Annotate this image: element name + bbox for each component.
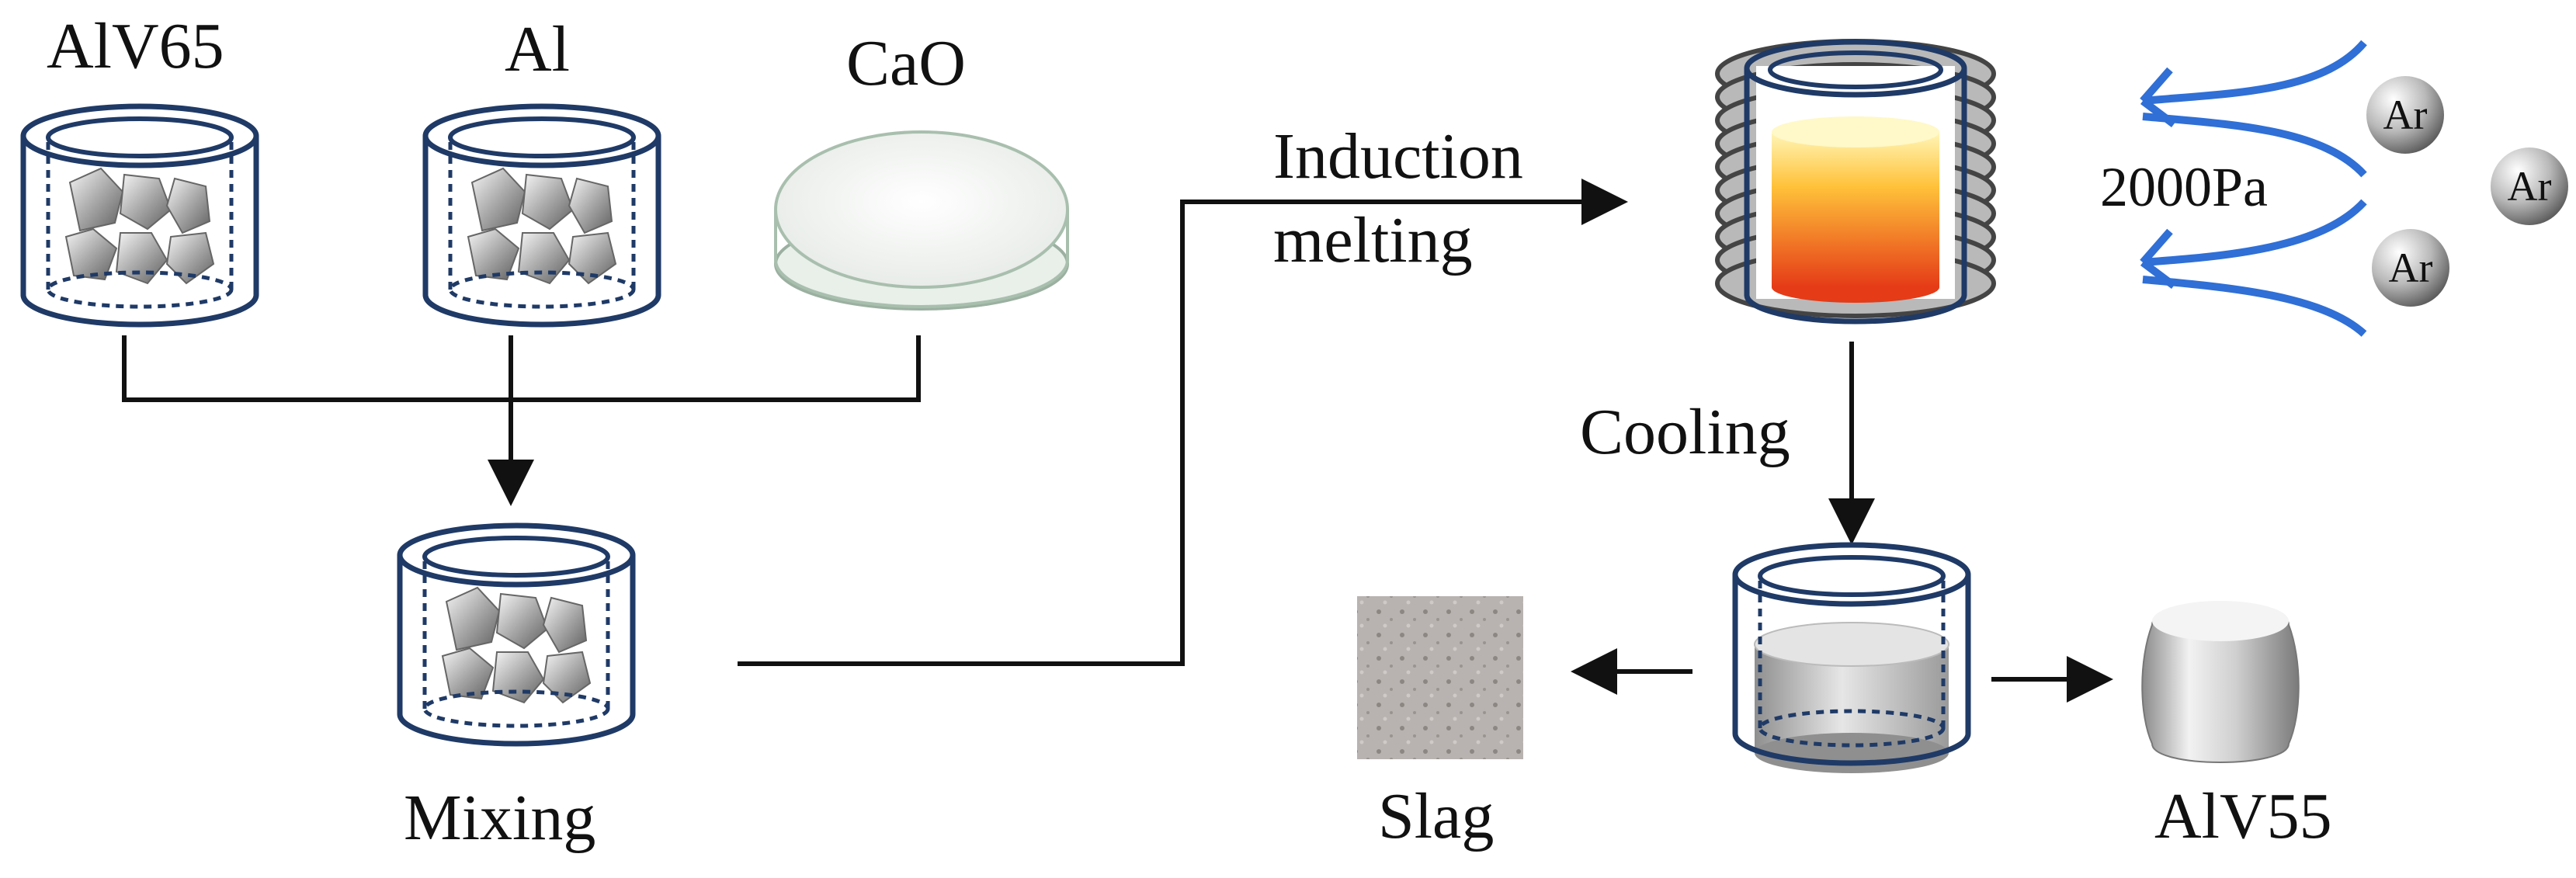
powder-dish-icon	[774, 130, 1069, 311]
induction-arrow	[738, 179, 1628, 666]
alv55-label: AlV55	[2154, 780, 2332, 852]
cao-label: CaO	[846, 27, 966, 99]
cooling-label: Cooling	[1580, 396, 1790, 468]
slag-sample-icon	[1357, 596, 1523, 759]
pressure-label: 2000Pa	[2100, 156, 2268, 218]
slag-label: Slag	[1378, 780, 1495, 852]
svg-text:Ar: Ar	[2383, 92, 2428, 138]
al-crucible-icon	[425, 106, 658, 324]
cooled-crucible-icon	[1735, 545, 1968, 773]
svg-text:Ar: Ar	[2508, 163, 2552, 210]
ingot-icon	[2141, 601, 2300, 763]
induction-coil-icon	[1715, 39, 1996, 324]
alv65-crucible-icon	[23, 106, 256, 324]
alv65-label: AlV65	[47, 10, 224, 82]
merge-connector	[122, 335, 921, 506]
al-label: Al	[505, 13, 570, 85]
mixing-label: Mixing	[404, 782, 596, 854]
gas-flow-icon	[2140, 40, 2367, 337]
svg-text:Ar: Ar	[2389, 245, 2433, 291]
argon-atom-icon: Ar	[2366, 76, 2444, 154]
mixing-crucible-icon	[400, 526, 633, 744]
argon-atom-icon: Ar	[2491, 147, 2568, 225]
melting-label: melting	[1273, 204, 1473, 276]
induction-label: Induction	[1273, 120, 1523, 193]
argon-atom-icon: Ar	[2372, 229, 2449, 307]
